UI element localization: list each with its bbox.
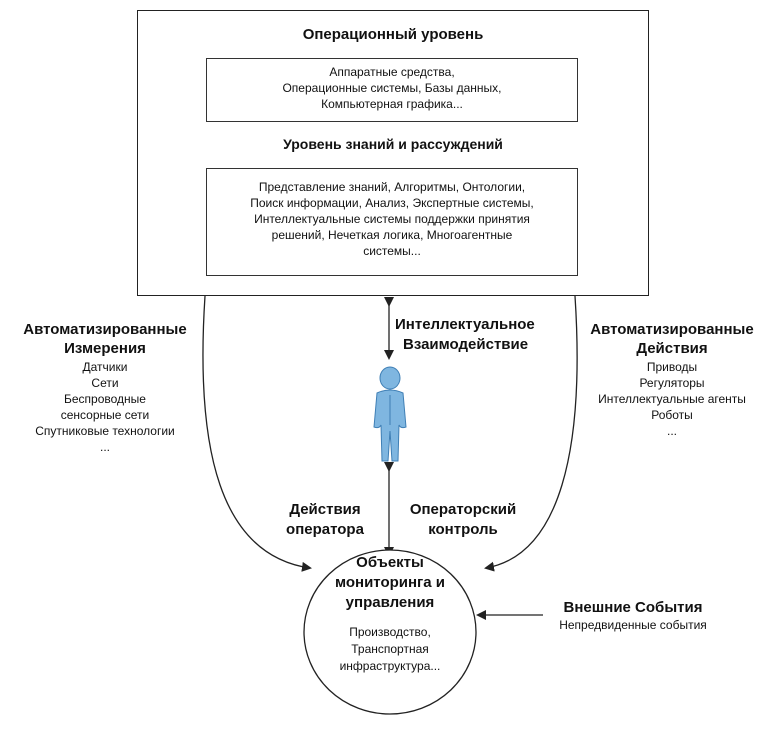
knowledge-item: Поиск информации, Анализ, Экспертные сис… [250, 196, 534, 210]
auto-actions-title1: Автоматизированные [590, 321, 754, 338]
knowledge-level-box: Представление знаний, Алгоритмы, Онтолог… [206, 168, 578, 276]
action-item: Регуляторы [639, 376, 705, 390]
external-events-subtitle: Непредвиденные события [559, 618, 707, 632]
operational-item: Операционные системы, Базы данных, [282, 81, 502, 95]
knowledge-item: системы... [363, 244, 421, 258]
auto-actions-title2: Действия [636, 340, 708, 357]
measurement-item: Спутниковые технологии [35, 424, 175, 438]
interaction-label: Интеллектуальное Взаимодействие [395, 315, 535, 355]
interaction-line: Интеллектуальное [395, 316, 535, 333]
knowledge-item: Представление знаний, Алгоритмы, Онтолог… [258, 180, 526, 194]
objects-item: инфраструктура... [339, 659, 441, 673]
operator-control-line: контроль [428, 521, 498, 538]
objects-item: Производство, [349, 625, 431, 639]
outer-levels-box [137, 10, 649, 296]
operational-item: Компьютерная графика... [321, 97, 463, 111]
knowledge-level-title: Уровень знаний и рассуждений [283, 136, 503, 152]
action-item: Роботы [651, 408, 693, 422]
operational-level-box: Аппаратные средства, Операционные систем… [206, 58, 578, 122]
right-arc-connector [484, 295, 578, 572]
measurement-item: Датчики [82, 360, 128, 374]
objects-item: Транспортная [351, 642, 429, 656]
objects-title-line: управления [345, 594, 435, 611]
measurement-item: Сети [91, 376, 119, 390]
auto-measurements-title2: Измерения [64, 340, 146, 357]
objects-title: Объекты мониторинга и управления [310, 553, 470, 613]
operational-level-title: Операционный уровень [302, 26, 484, 43]
measurement-item: Беспроводные [64, 392, 146, 406]
knowledge-item: Интеллектуальные системы поддержки приня… [254, 212, 530, 226]
objects-title-line: Объекты [356, 554, 424, 571]
external-events-title: Внешние События [563, 599, 703, 616]
objects-title-line: мониторинга и [334, 574, 446, 591]
action-item: ... [666, 424, 677, 438]
objects-items: Производство, Транспортная инфраструктур… [310, 624, 470, 675]
operator-control-line: Операторский [409, 501, 517, 518]
operator-actions-line: Действия [289, 501, 361, 518]
action-item: Приводы [646, 360, 698, 374]
external-events-block: Внешние События Непредвиденные события [528, 598, 738, 633]
objects-circle [303, 549, 477, 715]
measurement-item: сенсорные сети [60, 408, 150, 422]
operator-actions-line: оператора [286, 521, 364, 538]
left-arc-connector [202, 295, 312, 572]
operator-actions-label: Действия оператора [270, 500, 380, 540]
operational-item: Аппаратные средства, [329, 65, 455, 79]
operator-person-icon [373, 366, 407, 462]
auto-measurements-block: Автоматизированные Измерения Датчики Сет… [0, 320, 210, 455]
auto-actions-block: Автоматизированные Действия Приводы Регу… [572, 320, 772, 439]
operator-control-label: Операторский контроль [398, 500, 528, 540]
measurement-item: ... [99, 440, 110, 454]
knowledge-item: решений, Нечеткая логика, Многоагентные [271, 228, 513, 242]
action-item: Интеллектуальные агенты [598, 392, 746, 406]
auto-measurements-title1: Автоматизированные [23, 321, 187, 338]
interaction-line: Взаимодействие [403, 336, 529, 353]
